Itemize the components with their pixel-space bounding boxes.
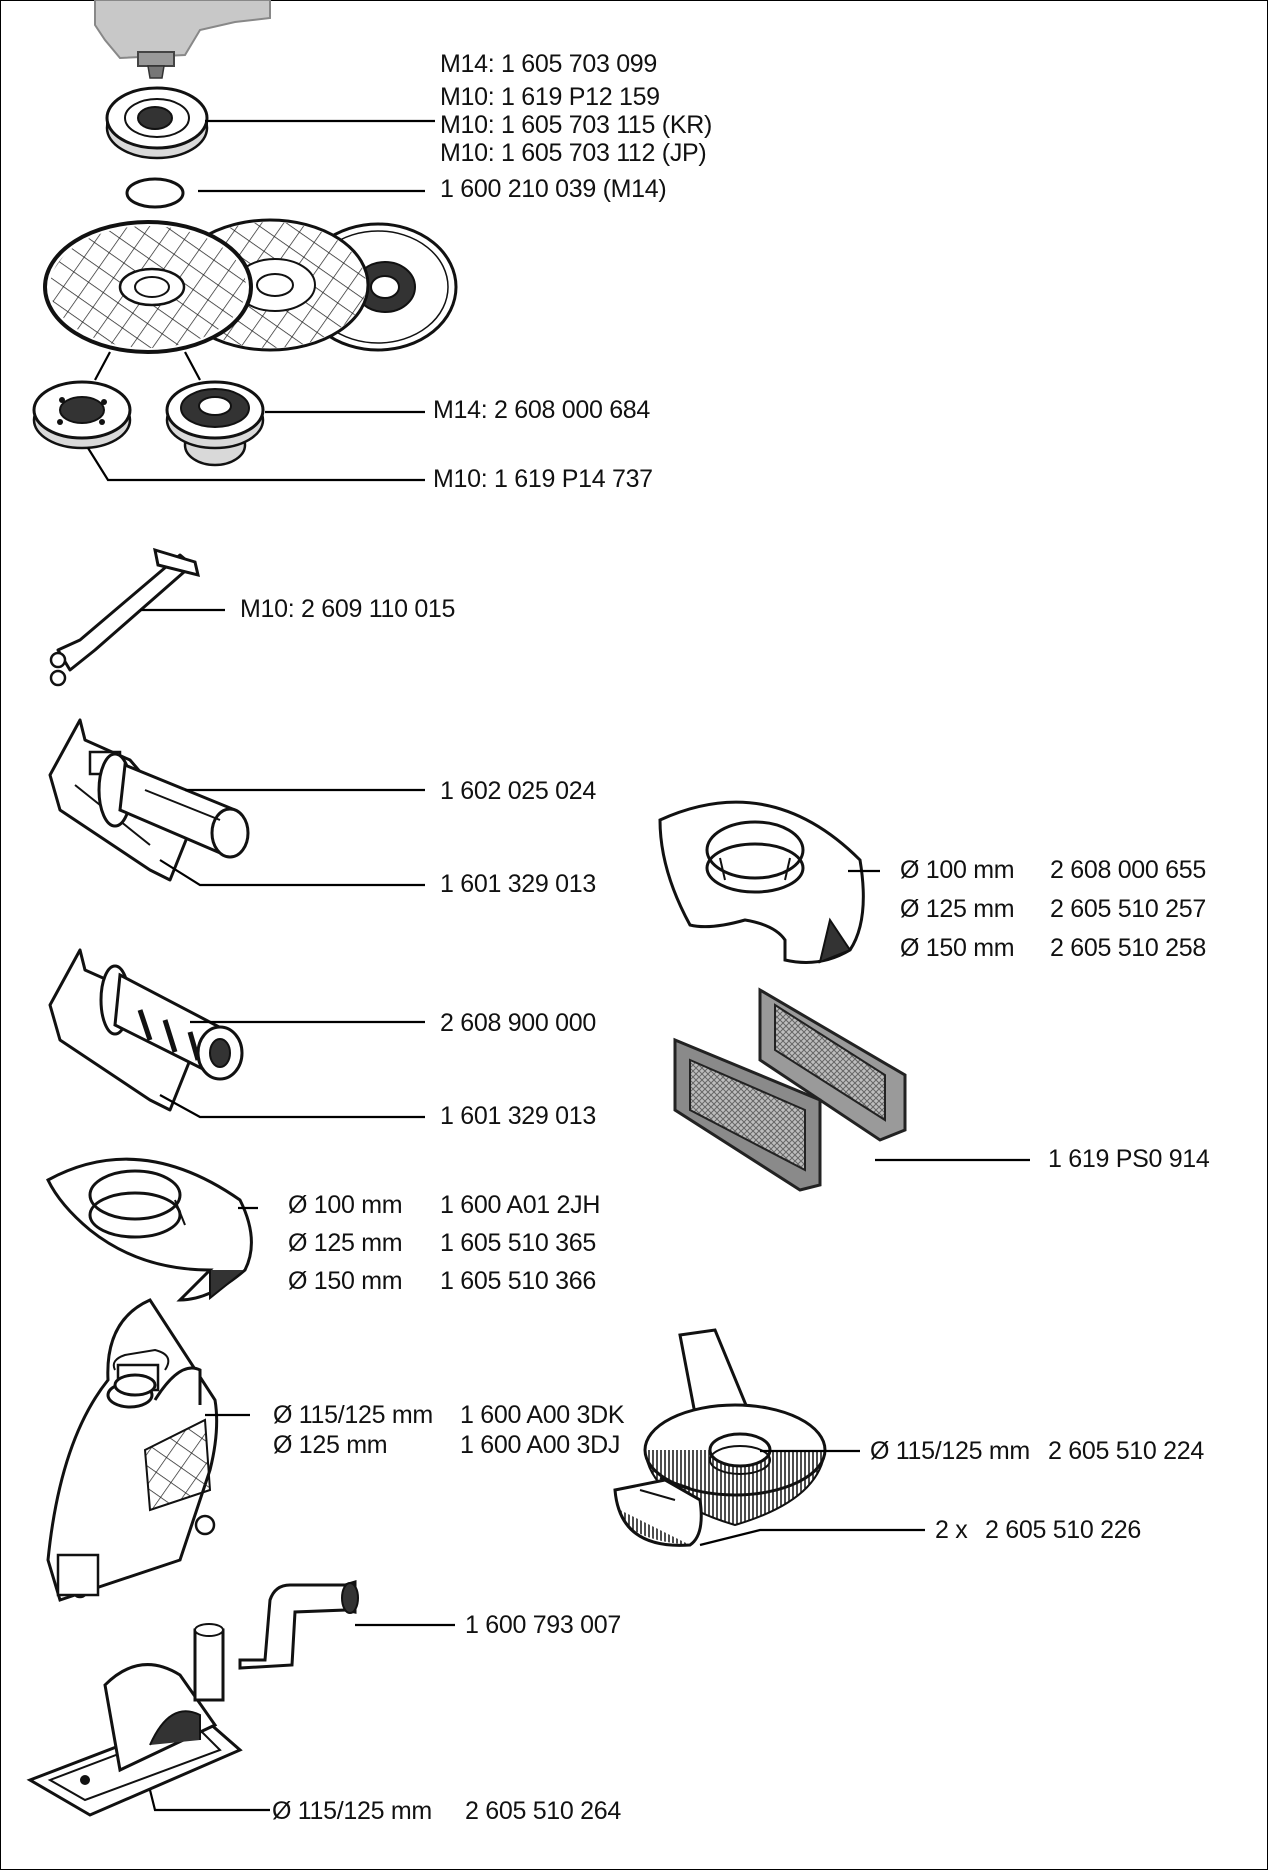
guard-right-size-1: Ø 100 mm <box>900 856 1015 884</box>
label-handle1-bracket: 1 601 329 013 <box>440 870 596 898</box>
grinder-spindle-illustration <box>94 0 271 79</box>
brush-ring-qty: 2 x <box>935 1516 968 1544</box>
extraction-size-1: Ø 115/125 mm <box>273 1401 433 1429</box>
label-nut-m10: M10: 1 619 P12 159 <box>440 83 660 111</box>
brush-guard-size: Ø 115/125 mm <box>870 1437 1030 1465</box>
guard-left-size-2: Ø 125 mm <box>288 1229 403 1257</box>
clamping-nut-illustration <box>105 86 209 160</box>
leader-handle2-bracket <box>159 1094 425 1119</box>
guard-left-part-2: 1 605 510 365 <box>440 1229 596 1257</box>
two-pin-spanner-illustration <box>49 547 201 687</box>
auxiliary-handle-2-illustration <box>48 948 244 1112</box>
leader-flange-m10 <box>87 447 425 482</box>
guard-left-size-1: Ø 100 mm <box>288 1191 403 1219</box>
cutting-guard-size: Ø 115/125 mm <box>272 1797 432 1825</box>
label-nut-m10-jp: M10: 1 605 703 112 (JP) <box>440 139 707 167</box>
extraction-part-1: 1 600 A00 3DK <box>460 1401 625 1429</box>
extraction-size-2: Ø 125 mm <box>273 1431 388 1459</box>
guard-right-size-3: Ø 150 mm <box>900 934 1015 962</box>
brush-guard-part: 2 605 510 224 <box>1048 1437 1204 1465</box>
label-flange-m14: M14: 2 608 000 684 <box>433 396 651 424</box>
o-ring-illustration <box>125 177 185 209</box>
guard-right-part-1: 2 608 000 655 <box>1050 856 1206 884</box>
cutting-guard-illustration <box>26 1623 243 1817</box>
leader-brush-ring <box>699 1528 925 1547</box>
cutting-guard-part: 2 605 510 264 <box>465 1797 621 1825</box>
guard-left-part-1: 1 600 A01 2JH <box>440 1191 601 1219</box>
discs-illustration <box>43 218 458 381</box>
auxiliary-handle-1-illustration <box>48 718 250 882</box>
guard-left-size-3: Ø 150 mm <box>288 1267 403 1295</box>
brush-guard-illustration <box>613 1328 827 1547</box>
label-filter: 1 619 PS0 914 <box>1048 1145 1210 1173</box>
guard-left-part-3: 1 605 510 366 <box>440 1267 596 1295</box>
leader-handle1-bracket <box>159 859 425 887</box>
label-nut-m14: M14: 1 605 703 099 <box>440 50 658 78</box>
dust-filter-illustration <box>673 987 907 1192</box>
label-handle2-bracket: 1 601 329 013 <box>440 1102 596 1130</box>
label-o-ring: 1 600 210 039 (M14) <box>440 175 667 203</box>
brush-ring-part: 2 605 510 226 <box>985 1516 1141 1544</box>
protection-guard-left-illustration <box>46 1157 253 1302</box>
label-handle1: 1 602 025 024 <box>440 777 596 805</box>
guard-right-size-2: Ø 125 mm <box>900 895 1015 923</box>
leader-cutting-guard <box>148 1789 270 1812</box>
elbow-adapter-illustration <box>238 1579 359 1670</box>
label-nut-m10-kr: M10: 1 605 703 115 (KR) <box>440 111 712 139</box>
protection-guard-right-illustration <box>658 800 865 964</box>
label-spanner: M10: 2 609 110 015 <box>240 595 456 623</box>
label-elbow: 1 600 793 007 <box>465 1611 621 1639</box>
flange-m14-illustration <box>165 380 265 467</box>
label-flange-m10: M10: 1 619 P14 737 <box>433 465 653 493</box>
extraction-part-2: 1 600 A00 3DJ <box>460 1431 621 1459</box>
guard-right-part-2: 2 605 510 257 <box>1050 895 1206 923</box>
extraction-hood-illustration <box>46 1298 219 1602</box>
guard-right-part-3: 2 605 510 258 <box>1050 934 1206 962</box>
flange-m10-illustration <box>32 380 132 450</box>
label-handle2: 2 608 900 000 <box>440 1009 596 1037</box>
